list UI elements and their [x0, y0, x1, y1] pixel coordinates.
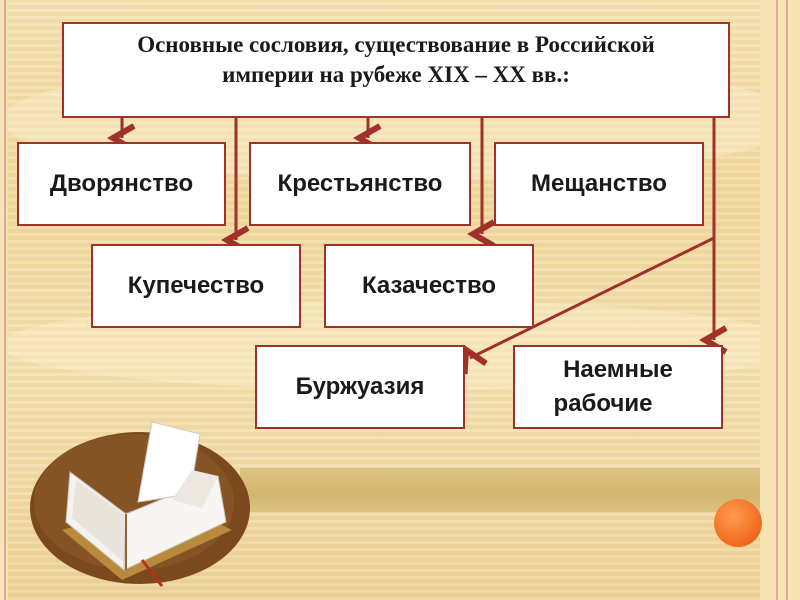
right-border-stripes	[760, 0, 800, 600]
diagram-title: Основные сословия, существование в Росси…	[62, 22, 730, 118]
estate-label: Дворянство	[49, 170, 194, 197]
estate-box-cossacks: Казачество	[324, 244, 534, 328]
decorative-orange-circle	[714, 499, 762, 547]
estate-label: Мещанство	[531, 170, 667, 197]
estate-label: Крестьянство	[277, 170, 443, 197]
estate-label: Купечество	[127, 272, 265, 299]
estate-box-workers: Наемные рабочие	[513, 345, 723, 429]
left-border-stripes	[0, 0, 8, 600]
estate-label-line-1: Наемные	[563, 356, 673, 383]
estate-box-burghers: Мещанство	[494, 142, 704, 226]
decorative-band	[240, 468, 780, 512]
estate-label: Казачество	[361, 272, 497, 299]
arrow-to-bourgeoisie	[470, 236, 715, 358]
estate-box-peasantry: Крестьянство	[249, 142, 471, 226]
estate-label: Буржуазия	[295, 373, 425, 400]
title-line-1: Основные сословия, существование в Росси…	[137, 32, 655, 57]
estate-box-nobility: Дворянство	[17, 142, 226, 226]
title-line-2: империи на рубеже XIX – XX вв.:	[222, 62, 570, 87]
estate-box-bourgeoisie: Буржуазия	[255, 345, 465, 429]
open-book-icon	[30, 421, 250, 587]
estate-box-merchants: Купечество	[91, 244, 301, 328]
estate-label-line-2: рабочие	[553, 390, 653, 417]
